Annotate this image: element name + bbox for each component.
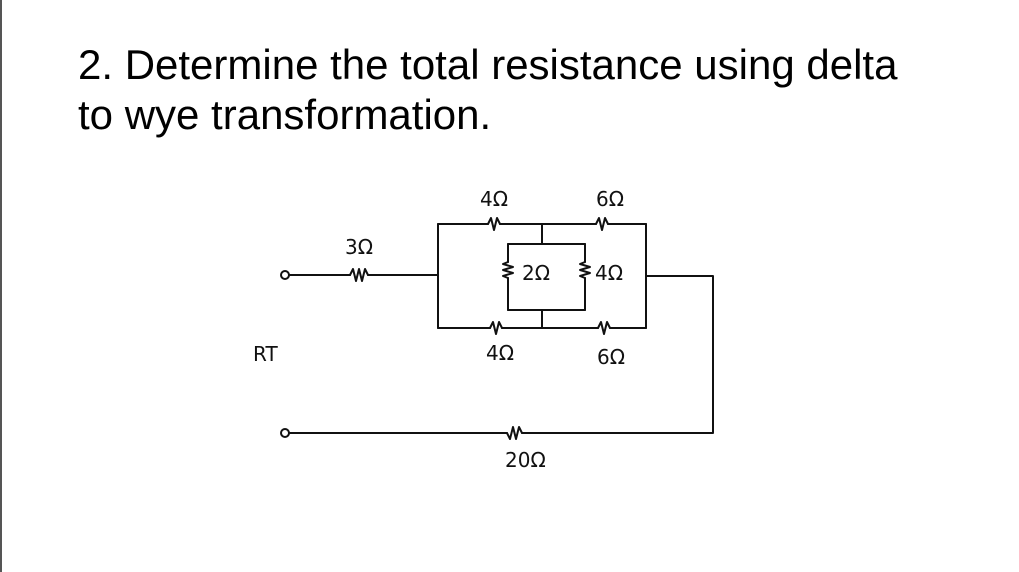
terminal-bottom — [280, 428, 290, 438]
slide-left-edge — [0, 0, 2, 572]
label-bottom-right-6ohm: 6Ω — [597, 345, 625, 369]
resistor-bottom-right-6ohm — [597, 321, 611, 335]
slide-title: 2. Determine the total resistance using … — [78, 40, 978, 140]
title-line-1: 2. Determine the total resistance using … — [78, 41, 898, 88]
label-20ohm: 20Ω — [505, 448, 546, 472]
wire-inner-box — [502, 223, 591, 329]
wire-bottom-branch — [437, 321, 647, 335]
label-bottom-left-4ohm: 4Ω — [486, 341, 514, 365]
label-middle-4ohm: 4Ω — [595, 261, 623, 285]
resistor-top-left-4ohm — [487, 217, 501, 231]
wire-return-path — [288, 275, 714, 440]
label-middle-2ohm: 2Ω — [522, 261, 550, 285]
resistor-bottom-20ohm — [506, 426, 523, 440]
title-line-2: to wye transformation. — [78, 91, 492, 138]
label-rt: RT — [253, 342, 278, 366]
wire-top-branch — [437, 217, 647, 231]
label-top-left-4ohm: 4Ω — [480, 187, 508, 211]
label-top-right-6ohm: 6Ω — [596, 187, 624, 211]
wire-top-lead — [288, 268, 439, 282]
label-3ohm: 3Ω — [345, 235, 373, 259]
resistor-bottom-left-4ohm — [489, 321, 503, 335]
resistor-top-right-6ohm — [595, 217, 609, 231]
terminal-top — [280, 270, 290, 280]
resistor-middle-left-2ohm — [502, 261, 514, 279]
resistor-middle-right-4ohm — [579, 261, 591, 279]
resistor-3ohm — [349, 268, 369, 282]
